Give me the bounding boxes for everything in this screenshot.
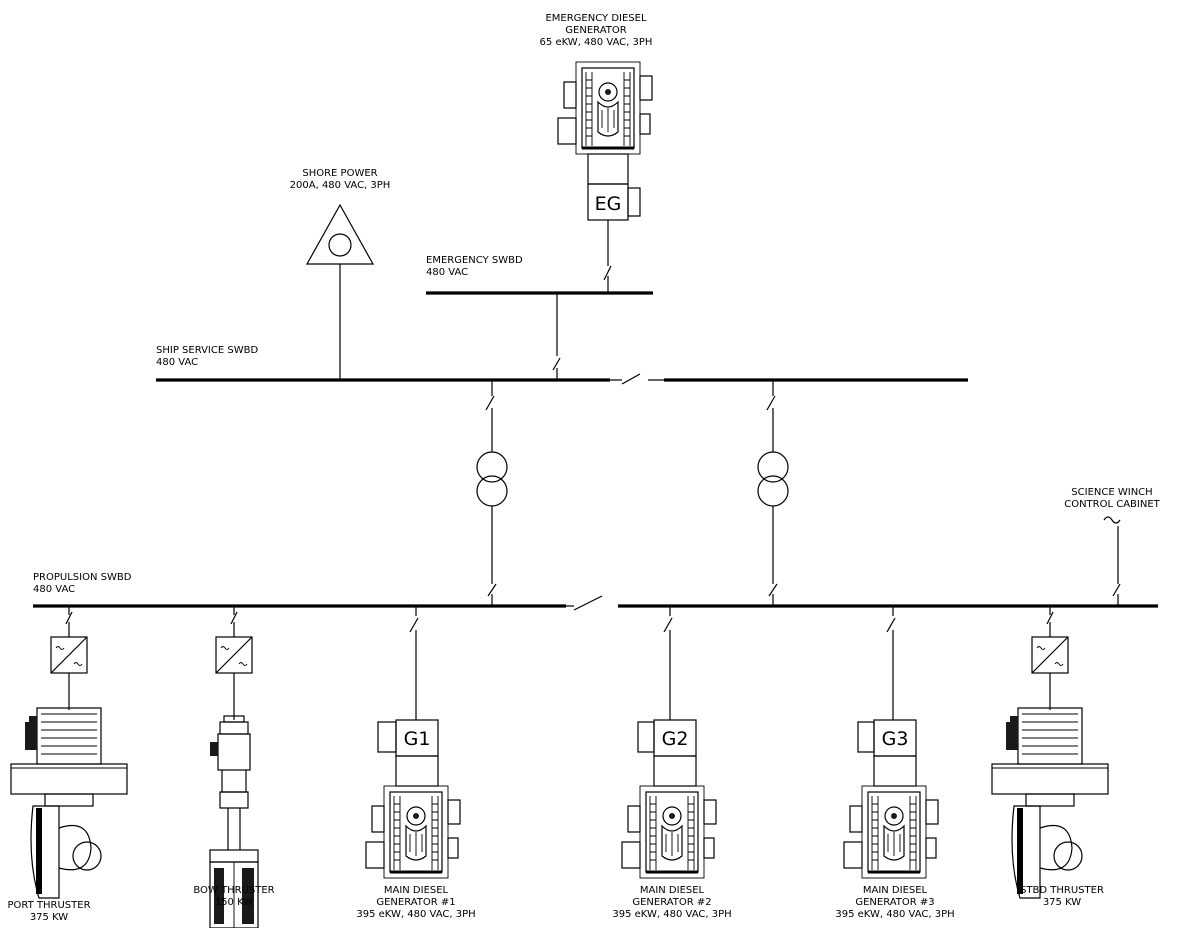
emergency-gen-rating: 65 eKW, 480 VAC, 3PH — [540, 37, 653, 48]
transformer-2-icon — [757, 451, 789, 507]
gen1-breaker-icon — [409, 606, 419, 720]
port-thruster-icon — [11, 708, 127, 898]
gen1-generator-box-icon: G1 — [377, 719, 439, 787]
propulsion-swbd-title: PROPULSION SWBD — [33, 572, 132, 583]
gen2-tag: G2 — [662, 728, 689, 750]
gen2-engine-icon — [620, 784, 718, 880]
gen2-generator-box-icon: G2 — [637, 719, 697, 787]
gen3-title: MAIN DIESEL — [863, 885, 928, 896]
port-thruster-feeder — [65, 606, 73, 637]
gen2-subtitle: GENERATOR #2 — [632, 897, 711, 908]
gen3-tag: G3 — [882, 728, 909, 750]
ac-tilde-icon — [1103, 516, 1121, 524]
emergency-engine-icon — [556, 60, 654, 156]
gen1-tag: G1 — [404, 728, 431, 750]
ship-service-bus-tie-breaker-icon — [610, 373, 664, 385]
stbd-thruster-vfd-converter-icon — [1031, 636, 1069, 674]
gen3-engine-icon — [842, 784, 940, 880]
propulsion-swbd-voltage: 480 VAC — [33, 584, 75, 595]
bow-thruster-vfd-converter-icon — [215, 636, 253, 674]
shore-power-triangle-icon — [305, 203, 375, 265]
emergency-gen-tag: EG — [595, 193, 622, 215]
science-winch-subtitle: CONTROL CABINET — [1064, 499, 1160, 510]
emergency-swbd-title: EMERGENCY SWBD — [426, 255, 523, 266]
transformer-2-branch — [757, 380, 789, 606]
port-thruster-rating: 375 KW — [30, 912, 68, 923]
propulsion-bus-tie-breaker-icon — [566, 595, 603, 611]
science-winch-feeder — [1103, 516, 1121, 606]
emergency-generator-box-icon: EG — [587, 153, 641, 221]
transformer-1-icon — [476, 451, 508, 507]
gen2-rating: 395 eKW, 480 VAC, 3PH — [612, 909, 731, 920]
bow-thruster-feeder — [230, 606, 238, 637]
stbd-thruster-rating: 375 KW — [1043, 897, 1081, 908]
gen1-engine-icon — [364, 784, 462, 880]
gen3-breaker-icon — [886, 606, 896, 720]
ship-service-swbd-voltage: 480 VAC — [156, 357, 198, 368]
gen3-subtitle: GENERATOR #3 — [855, 897, 934, 908]
port-thruster-title: PORT THRUSTER — [7, 900, 90, 911]
emergency-swbd-voltage: 480 VAC — [426, 267, 468, 278]
gen1-subtitle: GENERATOR #1 — [376, 897, 455, 908]
shore-power-rating: 200A, 480 VAC, 3PH — [290, 180, 391, 191]
gen1-title: MAIN DIESEL — [384, 885, 449, 896]
bow-thruster-title: BOW THRUSTER — [193, 885, 274, 896]
shore-power-title: SHORE POWER — [302, 168, 377, 179]
bow-thruster-rating: 150 KW — [215, 897, 253, 908]
ship-service-swbd-title: SHIP SERVICE SWBD — [156, 345, 258, 356]
gen2-title: MAIN DIESEL — [640, 885, 705, 896]
gen3-rating: 395 eKW, 480 VAC, 3PH — [835, 909, 954, 920]
science-winch-title: SCIENCE WINCH — [1071, 487, 1152, 498]
gen2-breaker-icon — [663, 606, 673, 720]
transformer-1-branch — [476, 380, 508, 606]
stbd-thruster-icon — [992, 708, 1108, 898]
port-thruster-vfd-converter-icon — [50, 636, 88, 674]
gen1-rating: 395 eKW, 480 VAC, 3PH — [356, 909, 475, 920]
gen3-generator-box-icon: G3 — [857, 719, 917, 787]
emergency-gen-breaker-icon — [603, 220, 612, 293]
stbd-thruster-feeder — [1046, 606, 1054, 637]
emergency-gen-subtitle: GENERATOR — [565, 25, 626, 36]
emergency-gen-title: EMERGENCY DIESEL — [545, 13, 646, 24]
stbd-thruster-title: STBD THRUSTER — [1020, 885, 1104, 896]
emergency-to-ship-breaker-icon — [552, 293, 561, 380]
